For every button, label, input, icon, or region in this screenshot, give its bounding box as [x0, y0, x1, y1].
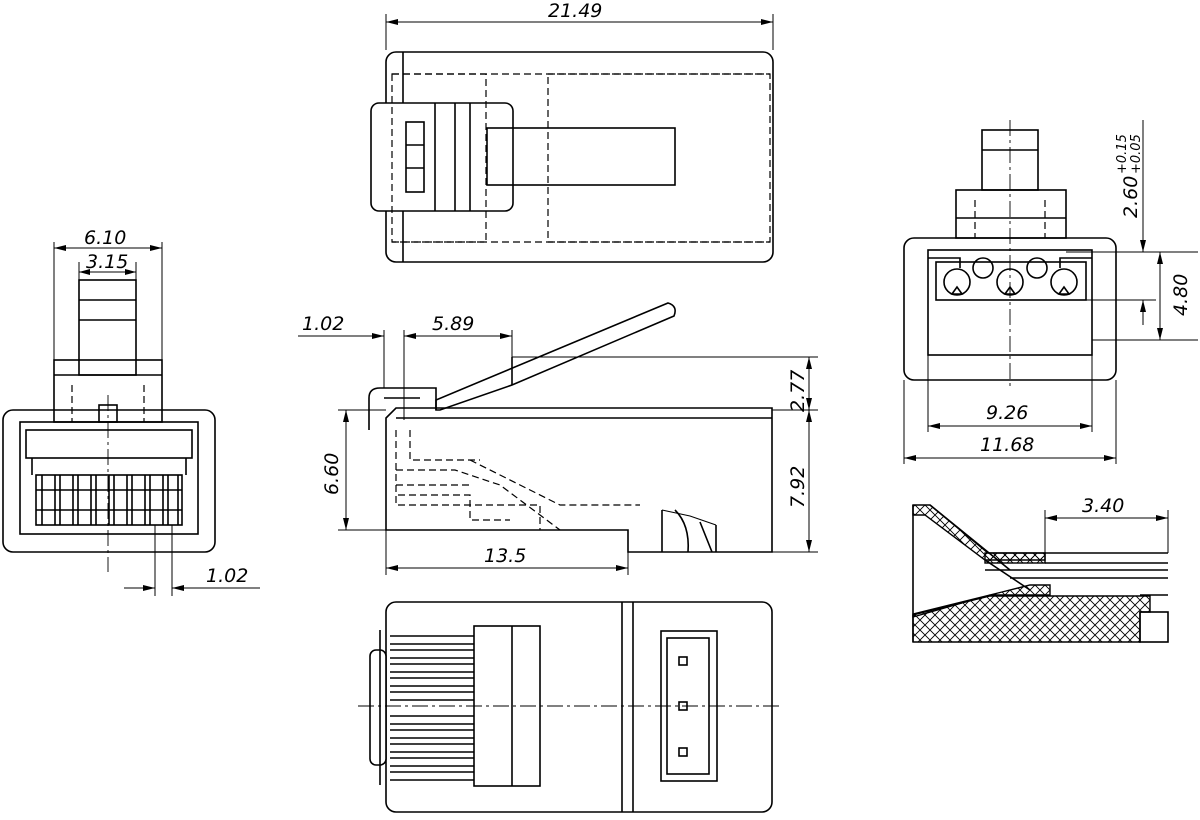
dim-rear-opening-height: 4.80 — [1170, 274, 1192, 316]
dim-cable-slot-tol-upper: +0.15 — [1115, 134, 1130, 174]
rear-cable-slots — [943, 257, 1078, 296]
section-detail: 3.40 — [912, 495, 1169, 643]
dim-latch-length: 5.89 — [432, 313, 474, 335]
bottom-view — [358, 601, 782, 813]
dim-rear-outer-width: 11.68 — [980, 434, 1034, 456]
dim-base-length: 13.5 — [484, 545, 526, 567]
dim-cable-slot-height: 2.60 — [1120, 176, 1142, 218]
dim-insert-depth: 3.40 — [1082, 495, 1124, 517]
front-view: 6.10 3.15 1.02 — [2, 227, 260, 596]
dim-rear-inner-width: 9.26 — [986, 402, 1028, 424]
front-contacts — [35, 474, 183, 526]
dim-cable-slot-tol-lower: +0.05 — [1129, 134, 1144, 174]
dim-latch-height: 2.77 — [787, 370, 809, 412]
bottom-contacts — [390, 635, 475, 781]
dim-contact-pitch: 1.02 — [206, 565, 248, 587]
dim-overall-length: 21.49 — [548, 0, 602, 22]
top-view: 21.49 — [370, 0, 774, 263]
dim-body-height: 6.60 — [321, 453, 343, 495]
side-view: 1.02 5.89 6.60 13.5 2.77 7.92 — [298, 302, 818, 575]
dim-total-height: 7.92 — [787, 466, 809, 508]
dim-front-width-inner: 3.15 — [86, 251, 128, 273]
dim-front-width-outer: 6.10 — [84, 227, 126, 249]
dim-side-offset: 1.02 — [302, 313, 344, 335]
rear-view: 2.60 +0.15 +0.05 4.80 9.26 11.68 — [903, 120, 1198, 464]
